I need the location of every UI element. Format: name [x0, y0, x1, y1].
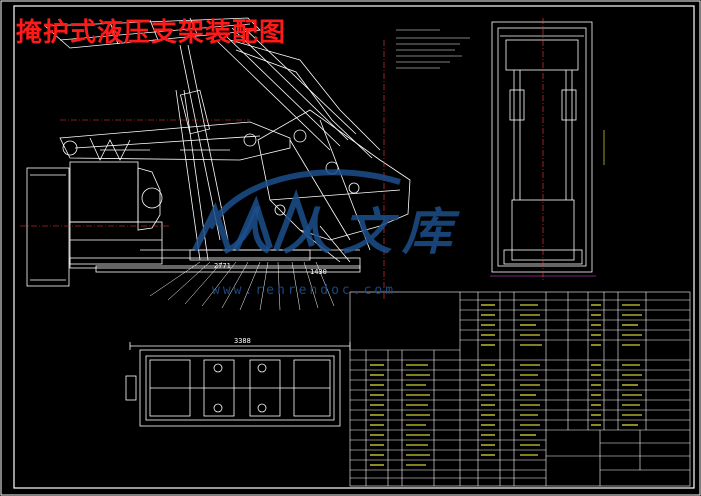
dimension-label-b: 1430 [310, 268, 327, 276]
plan-view [125, 342, 351, 427]
parts-list-cell-text [370, 304, 642, 466]
watermark-logo [192, 169, 401, 252]
front-view [491, 21, 593, 273]
center-lines [20, 40, 385, 300]
drawing-title: 掩护式液压支架装配图 [16, 18, 287, 48]
technical-notes [396, 29, 470, 69]
leader-lines [149, 261, 335, 311]
inner-frame [13, 5, 695, 489]
dimension-label-a: 2771 [214, 262, 231, 270]
dimension-label-c: 3388 [234, 337, 251, 345]
side-view [26, 17, 411, 287]
watermark-name: 人人文库 [222, 203, 462, 261]
watermark-url: www.renrendoc.com [212, 283, 397, 298]
parts-list [349, 291, 691, 487]
